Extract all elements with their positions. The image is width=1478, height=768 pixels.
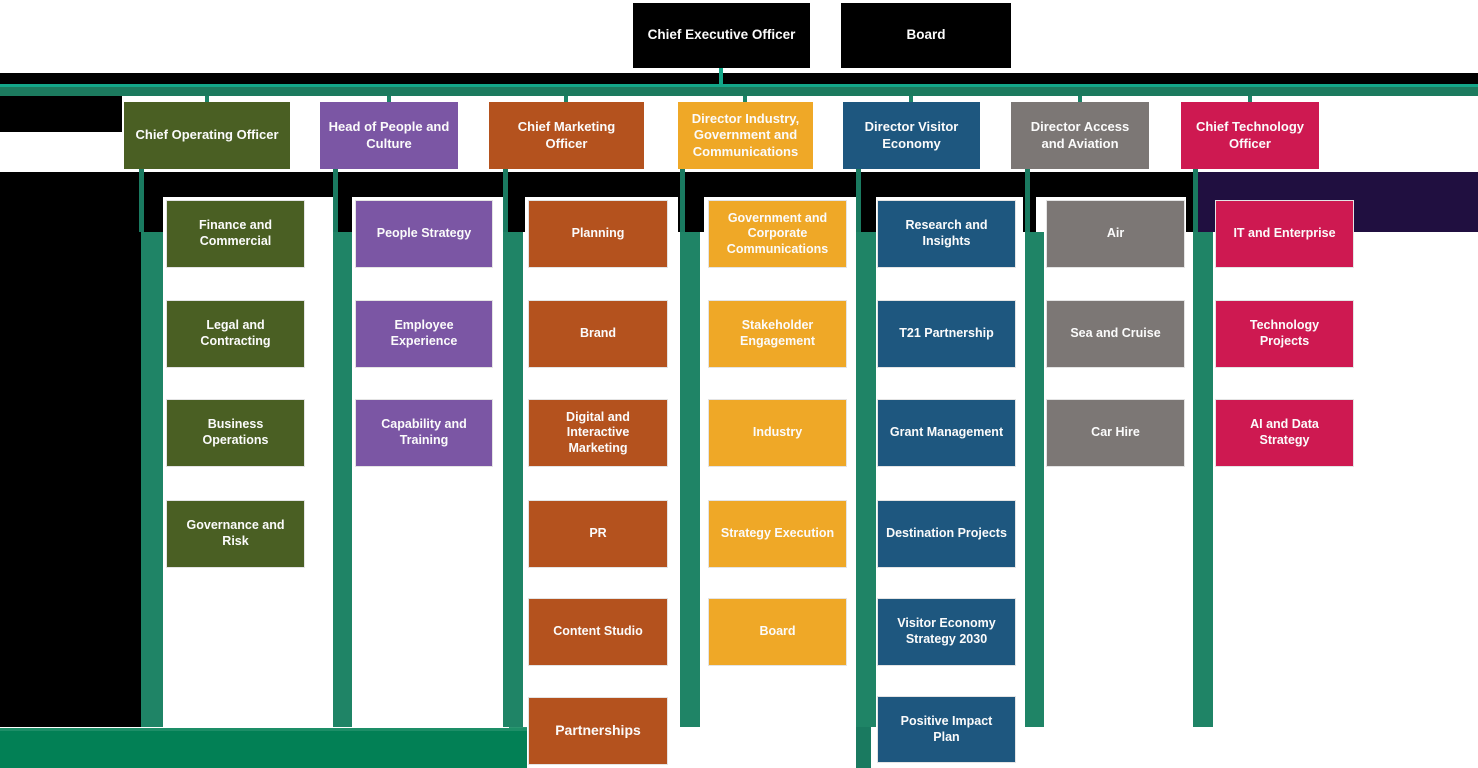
connector-drop-2 — [333, 169, 338, 232]
connector-tick-2 — [387, 96, 391, 103]
head-chief-marketing-officer: Chief Marketing Officer — [489, 102, 644, 169]
bg-mid-band — [141, 172, 1196, 197]
connector-drop-5 — [856, 169, 861, 232]
item-industry: Industry — [708, 399, 847, 467]
item-positive-impact-plan: Positive Impact Plan — [877, 696, 1016, 763]
head-people-and-culture: Head of People and Culture — [320, 102, 458, 169]
connector-tick-7 — [1248, 96, 1252, 103]
bg-column-strip-4 — [704, 197, 856, 768]
item-t21-partnership: T21 Partnership — [877, 300, 1016, 368]
connector-drop-7 — [1193, 169, 1198, 232]
item-digital-and-interactive-marketing: Digital and Interactive Marketing — [528, 399, 668, 467]
item-grant-management: Grant Management — [877, 399, 1016, 467]
connector-lane-2 — [333, 232, 352, 727]
bg-left-main-block — [0, 172, 141, 727]
connector-tick-6 — [1078, 96, 1082, 103]
bg-gap-1 — [141, 197, 163, 232]
connector-lane-5 — [856, 232, 876, 727]
connector-bottom-bar — [0, 728, 527, 768]
bg-column-strip-5 — [876, 197, 1023, 768]
bg-column-strip-3 — [525, 197, 678, 768]
item-brand: Brand — [528, 300, 668, 368]
connector-lane-5-tail — [856, 727, 871, 768]
connector-tick-1 — [205, 96, 209, 103]
item-car-hire: Car Hire — [1046, 399, 1185, 467]
connector-tick-4 — [743, 96, 747, 103]
connector-lane-6 — [1025, 232, 1044, 727]
connector-drop-1 — [139, 169, 144, 232]
connector-tick-ceo — [719, 68, 723, 85]
item-government-and-corporate-communications: Government and Corporate Communications — [708, 200, 847, 268]
bg-top-band — [0, 73, 1478, 84]
item-people-strategy: People Strategy — [355, 200, 493, 268]
item-it-and-enterprise: IT and Enterprise — [1215, 200, 1354, 268]
bg-gap-5 — [856, 197, 876, 232]
head-director-access-aviation: Director Access and Aviation — [1011, 102, 1149, 169]
connector-tick-3 — [564, 96, 568, 103]
head-chief-technology-officer: Chief Technology Officer — [1181, 102, 1319, 169]
bg-gap-3 — [503, 197, 525, 232]
item-capability-and-training: Capability and Training — [355, 399, 493, 467]
item-air: Air — [1046, 200, 1185, 268]
item-research-and-insights: Research and Insights — [877, 200, 1016, 268]
connector-drop-4 — [680, 169, 685, 232]
item-stakeholder-engagement: Stakeholder Engagement — [708, 300, 847, 368]
item-board: Board — [708, 598, 847, 666]
item-sea-and-cruise: Sea and Cruise — [1046, 300, 1185, 368]
item-governance-and-risk: Governance and Risk — [166, 500, 305, 568]
item-technology-projects: Technology Projects — [1215, 300, 1354, 368]
connector-tick-5 — [909, 96, 913, 103]
item-partnerships: Partnerships — [528, 697, 668, 765]
bg-left-upper-block — [0, 96, 122, 132]
item-pr: PR — [528, 500, 668, 568]
node-chief-executive-officer: Chief Executive Officer — [633, 3, 810, 68]
item-content-studio: Content Studio — [528, 598, 668, 666]
item-finance-and-commercial: Finance and Commercial — [166, 200, 305, 268]
item-visitor-economy-strategy-2030: Visitor Economy Strategy 2030 — [877, 598, 1016, 666]
connector-lane-3 — [503, 232, 523, 727]
connector-drop-3 — [503, 169, 508, 232]
connector-drop-6 — [1025, 169, 1030, 232]
item-employee-experience: Employee Experience — [355, 300, 493, 368]
connector-lane-7 — [1193, 232, 1213, 727]
item-business-operations: Business Operations — [166, 399, 305, 467]
connector-lane-4 — [680, 232, 700, 727]
head-chief-operating-officer: Chief Operating Officer — [124, 102, 290, 169]
item-destination-projects: Destination Projects — [877, 500, 1016, 568]
item-planning: Planning — [528, 200, 668, 268]
item-strategy-execution: Strategy Execution — [708, 500, 847, 568]
item-ai-and-data-strategy: AI and Data Strategy — [1215, 399, 1354, 467]
bg-gap-7 — [1186, 197, 1196, 232]
item-legal-and-contracting: Legal and Contracting — [166, 300, 305, 368]
connector-lane-1 — [141, 232, 163, 727]
connector-horizontal-bar — [0, 84, 1478, 96]
head-director-visitor-economy: Director Visitor Economy — [843, 102, 980, 169]
head-director-industry-government-communications: Director Industry, Government and Commun… — [678, 102, 813, 169]
node-board: Board — [841, 3, 1011, 68]
bg-column-strip-6 — [1036, 197, 1186, 768]
